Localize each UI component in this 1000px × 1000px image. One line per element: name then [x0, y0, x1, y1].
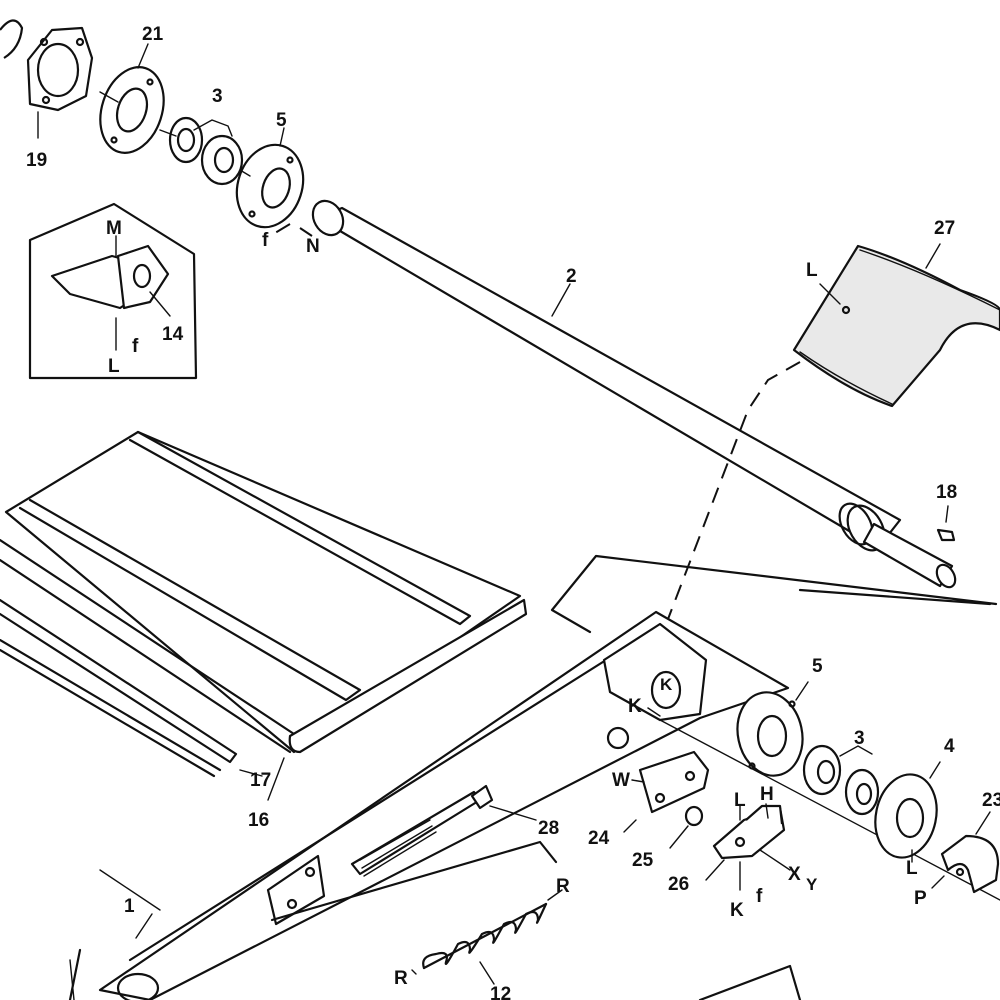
label-5-top: 5 [276, 110, 287, 131]
label-2: 2 [566, 266, 577, 287]
label-16: 16 [248, 810, 269, 831]
label-k-bracket: K [730, 900, 744, 921]
dashed-guide-belt [659, 361, 801, 641]
label-12: 12 [490, 984, 511, 1000]
leader-r [411, 889, 563, 975]
label-h: H [760, 784, 774, 805]
flange-ring-5-lower [736, 681, 809, 777]
label-f-inset: f [132, 336, 139, 357]
label-17: 17 [250, 770, 271, 791]
label-5-lower: 5 [812, 656, 823, 677]
label-l-inset: L [108, 356, 120, 377]
partial-ring-top-left [0, 19, 24, 59]
bearing-3-lower [802, 744, 880, 816]
label-1: 1 [124, 896, 135, 917]
label-p: P [914, 888, 927, 909]
leader-f-top [269, 223, 291, 237]
label-28: 28 [538, 818, 559, 839]
label-18: 18 [936, 482, 957, 503]
spring-guide-line [270, 840, 558, 922]
label-r-a: R [556, 876, 570, 897]
label-w: W [612, 770, 630, 791]
label-14: 14 [162, 324, 184, 345]
bottom-left-edge [68, 948, 82, 1000]
label-23: 23 [982, 790, 1000, 811]
label-x: X [788, 864, 801, 885]
label-26: 26 [668, 874, 689, 895]
leader-n-top [299, 227, 313, 237]
belt-section-27 [792, 243, 1000, 408]
label-y: Y [806, 875, 818, 894]
washer-25 [669, 805, 704, 849]
label-f-top: f [262, 230, 269, 251]
label-k-a: K [660, 675, 673, 694]
key-18 [936, 505, 956, 542]
bottom-bracket-fragment [698, 964, 802, 1000]
flange-plate-19 [26, 26, 94, 139]
belt-outline-lower [550, 554, 998, 634]
plate-24 [623, 750, 710, 833]
label-r-b: R [394, 968, 408, 989]
axis-line-lower [659, 719, 1000, 901]
bearing-3-top [168, 116, 244, 186]
roller-2 [311, 199, 957, 589]
leader-k-frame [647, 707, 661, 717]
label-25: 25 [632, 850, 654, 871]
bushing-small [606, 726, 630, 750]
label-21: 21 [142, 24, 164, 45]
cover-23 [931, 811, 1000, 894]
label-l-belt: L [806, 260, 818, 281]
label-m-inset: M [106, 218, 122, 239]
floor-panel-16 [0, 430, 528, 801]
label-k-b: K [628, 696, 642, 717]
rod-28 [350, 784, 537, 877]
label-27: 27 [934, 218, 955, 239]
label-n-top: N [306, 236, 320, 257]
label-4: 4 [944, 736, 955, 757]
frame-arm-1 [69, 610, 790, 1000]
label-f-bracket: f [756, 886, 763, 907]
flange-ring-21 [99, 43, 165, 154]
label-19: 19 [26, 150, 47, 171]
axis-line-top [99, 91, 251, 177]
label-3-lower: 3 [854, 728, 865, 749]
spring-12 [422, 902, 548, 985]
label-3-top: 3 [212, 86, 223, 107]
inset-box [28, 202, 198, 380]
bracket-26 [705, 803, 791, 891]
label-l-bracket: L [734, 790, 746, 811]
label-24: 24 [588, 828, 610, 849]
label-l-ring: L [906, 858, 918, 879]
flange-ring-4 [874, 761, 941, 863]
flange-ring-5-top [235, 127, 305, 229]
